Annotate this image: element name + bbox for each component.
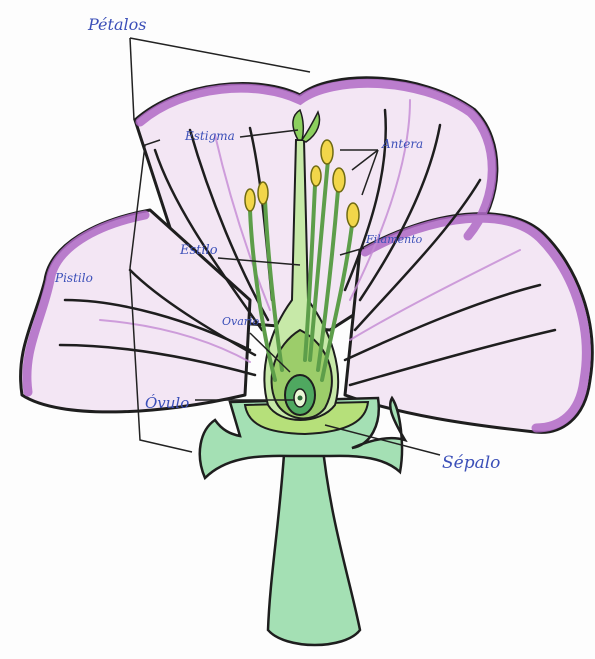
label-sepalo: Sépalo: [442, 453, 500, 473]
anther: [311, 166, 321, 186]
label-petalos: Pétalos: [87, 15, 146, 34]
label-estilo: Estilo: [179, 243, 218, 258]
anther: [333, 168, 345, 192]
anther: [321, 140, 333, 164]
label-estigma: Estigma: [184, 129, 235, 143]
anther: [258, 182, 268, 204]
label-filamento: Filamento: [365, 233, 423, 246]
petalos-leader: [130, 38, 310, 72]
anther: [245, 189, 255, 211]
anther: [347, 203, 359, 227]
label-pistilo: Pistilo: [54, 271, 93, 285]
petalos-leader: [130, 38, 134, 120]
label-ovulo: Óvulo: [145, 394, 189, 412]
label-ovario: Ovario: [222, 315, 260, 328]
label-antera: Antera: [381, 137, 423, 151]
ovule-core: [298, 396, 303, 401]
stem: [268, 440, 360, 645]
